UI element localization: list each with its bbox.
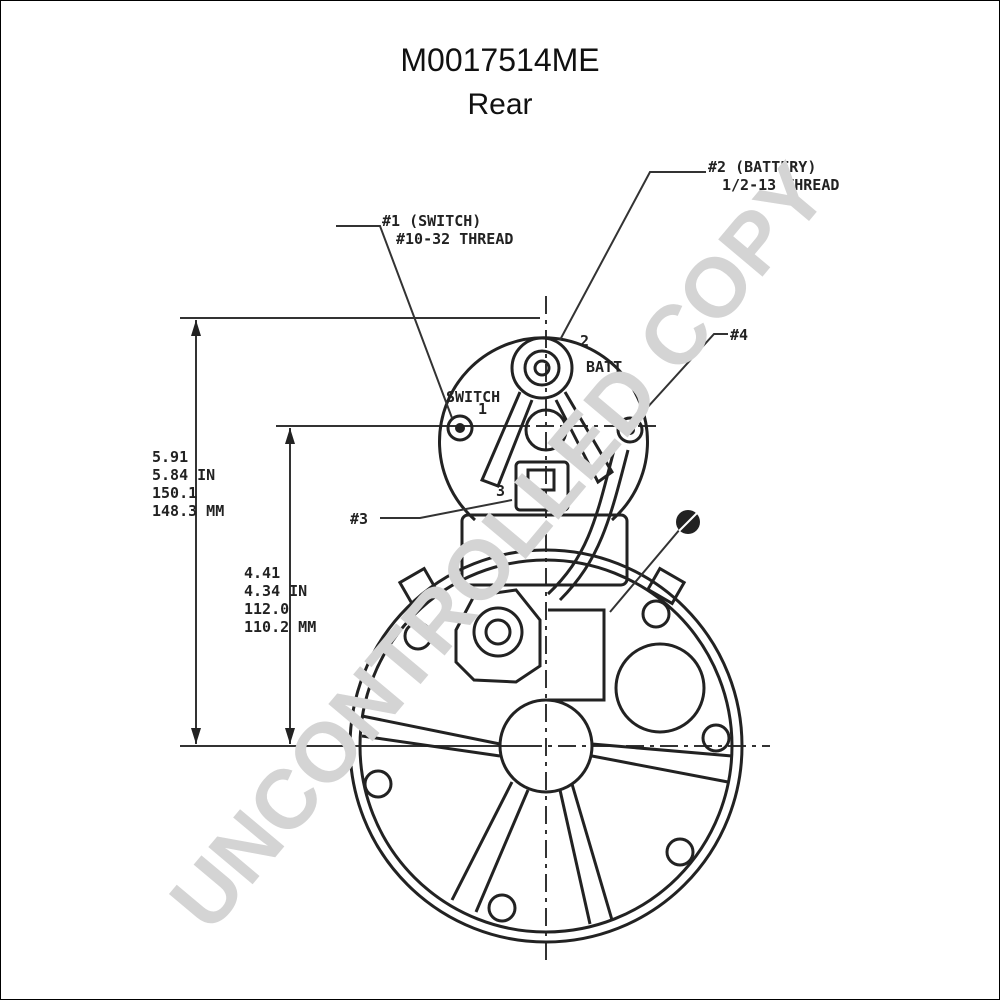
terminal-4 xyxy=(616,416,644,444)
dim-center-line3: 112.0 xyxy=(244,600,289,618)
uncontrolled-copy-watermark: UNCONTROLLED COPY xyxy=(152,146,845,946)
callout-3: #3 xyxy=(350,510,368,528)
dim-overall-line2: 5.84 IN xyxy=(152,466,215,484)
leader-switch xyxy=(336,225,453,419)
solenoid xyxy=(438,336,649,602)
battery-callout-line2: 1/2-13 THREAD xyxy=(722,176,839,194)
dim-center-line1: 4.41 xyxy=(244,564,280,582)
leader-4 xyxy=(635,333,728,421)
leader-ground xyxy=(609,521,687,613)
dim-overall-line1: 5.91 xyxy=(152,448,188,466)
leader-battery xyxy=(559,171,706,341)
switch-callout-line2: #10-32 THREAD xyxy=(396,230,513,248)
end-bearing-boss xyxy=(498,698,594,794)
switch-terminal-label: SWITCH xyxy=(446,388,500,406)
terminal-3-number: 3 xyxy=(496,482,505,500)
view-subtitle: Rear xyxy=(467,88,533,121)
part-number-title: M0017514ME xyxy=(400,42,600,78)
dim-overall-line3: 150.1 xyxy=(152,484,197,502)
switch-callout-line1: #1 (SWITCH) xyxy=(382,212,481,230)
switch-terminal xyxy=(446,414,474,442)
terminal-3-block xyxy=(514,460,570,512)
leader-3 xyxy=(380,499,513,519)
dim-center-line4: 110.2 MM xyxy=(244,618,316,636)
callout-4: #4 xyxy=(730,326,748,344)
batt-terminal-label: BATT xyxy=(586,358,622,376)
battery-terminal xyxy=(510,336,574,400)
dim-overall-line4: 148.3 MM xyxy=(152,502,224,520)
motor-housing xyxy=(348,548,744,944)
battery-terminal-number: 2 xyxy=(580,332,589,350)
battery-callout-line1: #2 (BATTERY) xyxy=(708,158,816,176)
switch-terminal-number: 1 xyxy=(478,400,487,418)
dim-center-line2: 4.34 IN xyxy=(244,582,307,600)
